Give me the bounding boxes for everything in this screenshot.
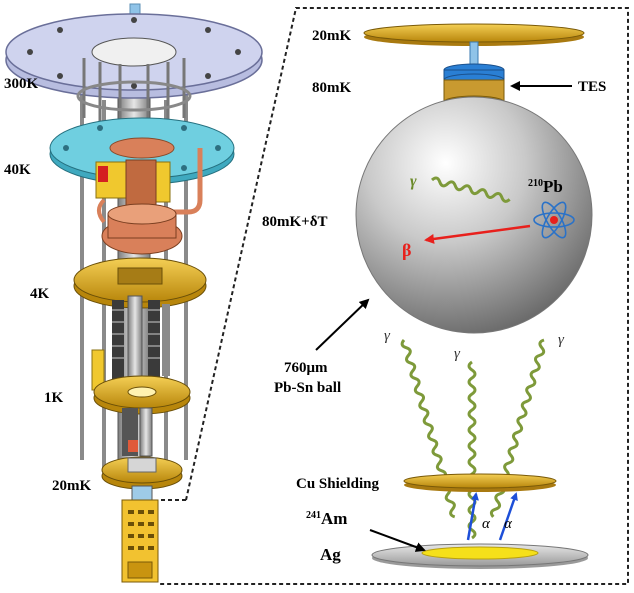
ball-label-arrow (315, 298, 370, 351)
ring-300k (76, 80, 192, 112)
gamma-wave-internal (430, 176, 511, 203)
gamma-symbol-center: γ (454, 346, 461, 362)
tes-label: TES (578, 79, 606, 95)
am241-arrow (369, 529, 426, 552)
alpha-symbol-right: α (504, 516, 513, 532)
detector-plate-20mk (363, 23, 585, 46)
cryostat-illustration (5, 3, 263, 583)
label-20mk-plate: 20mK (312, 28, 351, 44)
plate-300k (5, 13, 263, 99)
plate-4k (73, 257, 207, 309)
lower-column (122, 407, 153, 457)
am241-label: 241Am (306, 509, 347, 528)
beta-arrow (424, 224, 531, 244)
alpha-symbol-left: α (482, 516, 491, 532)
detector-holder (121, 499, 159, 583)
atom-icon (533, 201, 575, 239)
pb-sn-ball (355, 96, 593, 334)
ball-label-material: Pb-Sn ball (274, 380, 341, 396)
alpha-arrows (466, 492, 518, 541)
label-80mk: 80mK (312, 80, 351, 96)
am241-mass: 241 (306, 510, 321, 521)
label-40k: 40K (4, 162, 31, 178)
cu-shielding (403, 473, 557, 492)
label-80mk-deltat: 80mK+δT (262, 214, 328, 230)
label-20mk-stage: 20mK (52, 478, 91, 494)
plate-20mk (101, 456, 183, 501)
gamma-symbol-right: γ (558, 332, 565, 348)
copper-heat-exchanger (95, 148, 203, 255)
ball-label-size: 760μm (284, 360, 328, 376)
ag-substrate (371, 543, 589, 569)
gamma-symbol-internal: γ (410, 173, 417, 190)
pb210-mass: 210 (528, 178, 543, 189)
pb210-label: 210Pb (528, 177, 563, 196)
label-300k: 300K (4, 76, 39, 92)
am241-symbol: Am (321, 509, 347, 528)
label-4k: 4K (30, 286, 50, 302)
label-ag: Ag (320, 545, 341, 564)
gamma-symbol-left: γ (384, 328, 391, 344)
pb210-symbol: Pb (543, 177, 563, 196)
inner-cylinders (91, 295, 170, 391)
plate-1k (93, 375, 191, 415)
cage-300k (82, 58, 186, 128)
label-cu-shielding: Cu Shielding (296, 476, 379, 492)
beta-symbol: β (402, 240, 411, 260)
label-1k: 1K (44, 390, 64, 406)
zoom-frame (158, 7, 629, 585)
